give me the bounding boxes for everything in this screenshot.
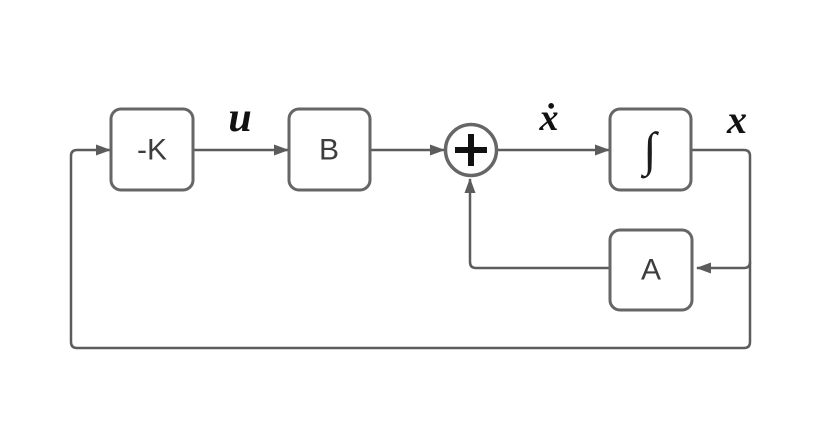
integrator-block: ∫ — [608, 107, 693, 192]
gain-block: -K — [109, 107, 195, 192]
plus-icon — [455, 134, 487, 166]
b-matrix-block-label: B — [319, 134, 339, 167]
a-matrix-block: A — [608, 228, 694, 312]
gain-block-box — [109, 107, 195, 192]
signal-label-xdot: ẋ — [539, 97, 559, 139]
connector-outer-feedback-loop — [69, 144, 752, 350]
gain-block-label: -K — [137, 134, 167, 167]
signal-label-u: u — [228, 95, 251, 141]
connector-branch-to-a — [696, 261, 752, 274]
b-matrix-block: B — [287, 107, 372, 192]
a-matrix-block-box — [608, 228, 694, 312]
a-matrix-block-label: A — [641, 254, 661, 287]
signal-label-x: x — [726, 97, 747, 142]
summing-junction — [443, 122, 499, 178]
integrator-block-label: ∫ — [640, 124, 659, 179]
integrator-block-box — [608, 107, 693, 192]
connector-a-to-sum — [464, 178, 610, 270]
b-matrix-block-box — [287, 107, 372, 192]
